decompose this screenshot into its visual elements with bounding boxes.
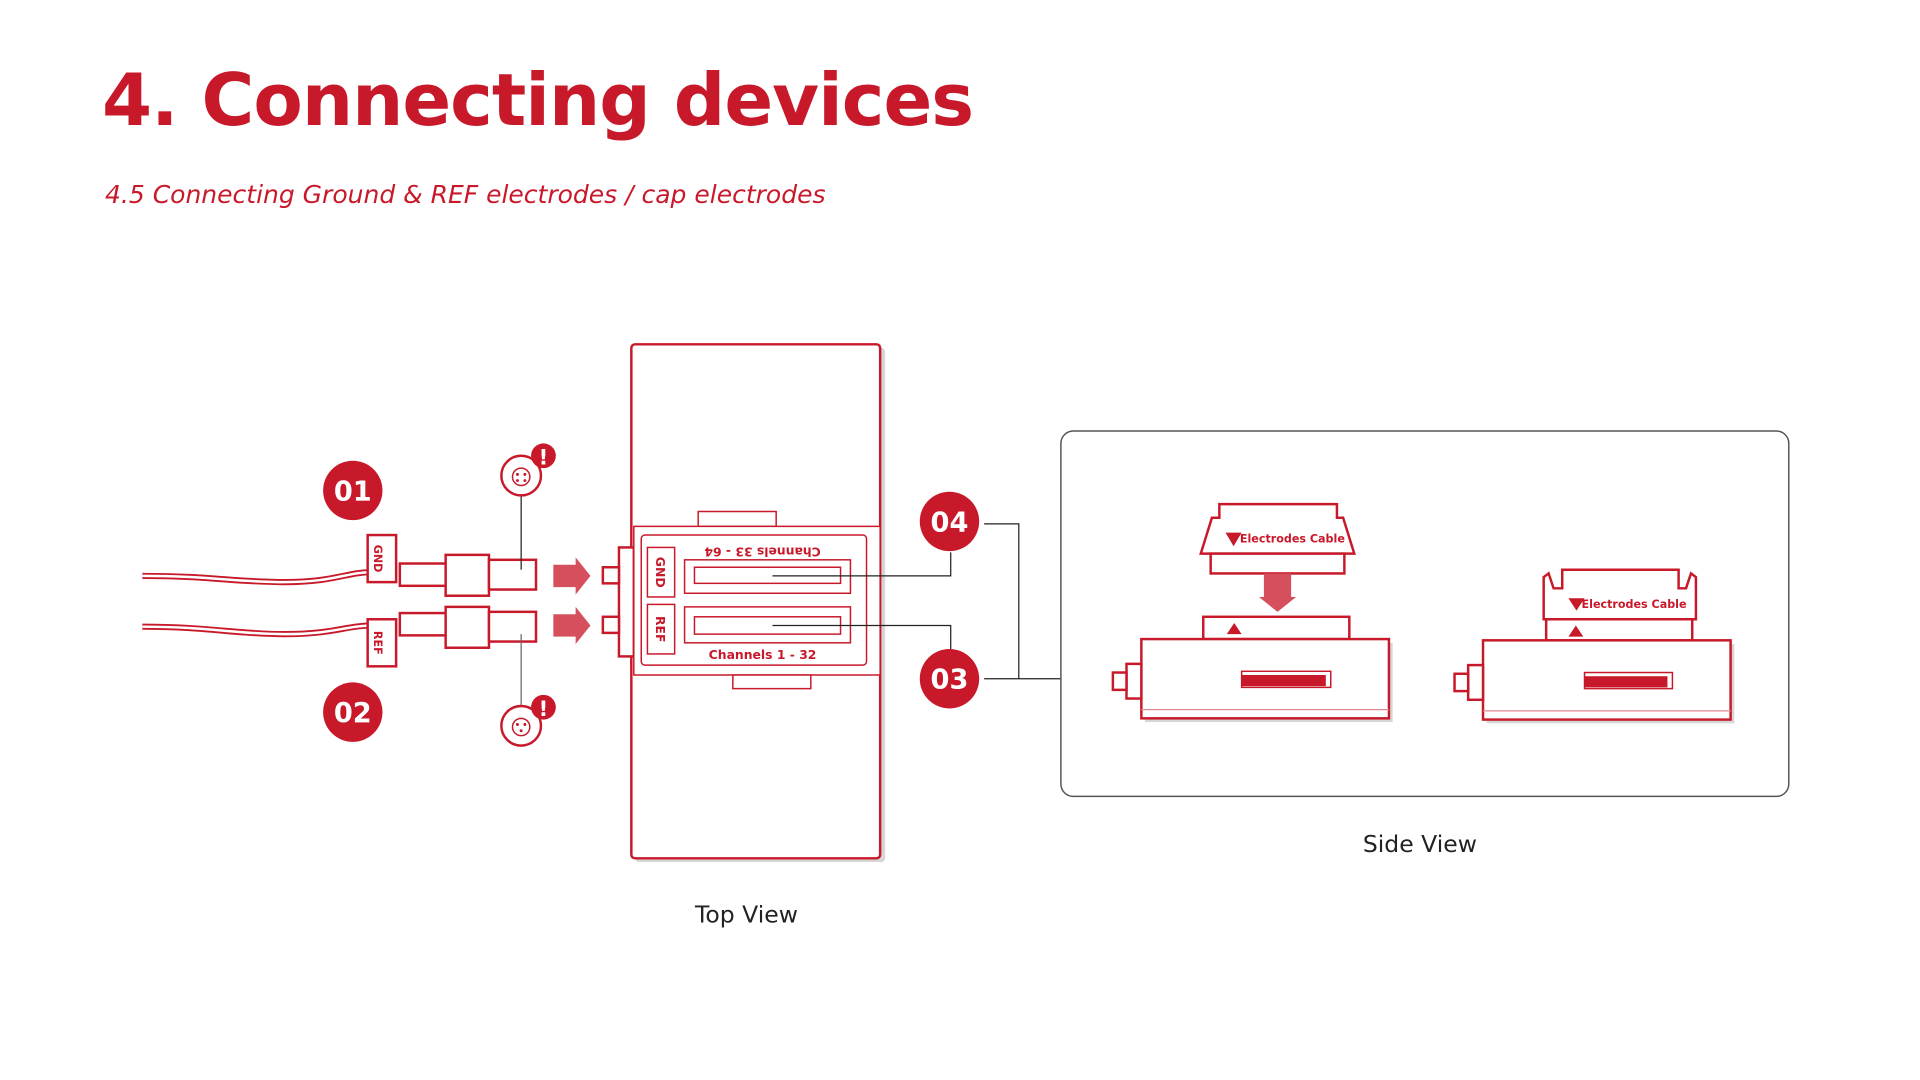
warning-icon: !	[531, 694, 556, 721]
ref-pin-layout-icon	[500, 704, 543, 747]
side-view-before-connect: Electrodes Cable	[1111, 502, 1393, 723]
gnd-cable-tag-label: GND	[371, 545, 384, 573]
side-view-connected: Electrodes Cable	[1453, 568, 1735, 724]
electrodes-cable-label: Electrodes Cable	[1582, 598, 1687, 611]
ref-cable: REF	[142, 605, 538, 668]
ref-cable-tag-label: REF	[371, 631, 384, 655]
warning-icon: !	[531, 443, 556, 469]
top-view-label: Top View	[694, 901, 798, 929]
gnd-cable: GND	[142, 533, 538, 597]
up-triangle-icon	[1226, 622, 1242, 635]
insert-arrow-icon	[553, 557, 591, 595]
svg-text:02: 02	[334, 698, 372, 729]
gnd-cable-tag	[366, 533, 398, 584]
svg-text:!: !	[539, 696, 549, 721]
gnd-pin-layout-icon	[500, 454, 543, 497]
electrodes-cable-label: Electrodes Cable	[1240, 532, 1345, 545]
step-badge-04: 04	[919, 491, 980, 552]
svg-text:01: 01	[334, 476, 372, 507]
ref-port-label: REF	[653, 616, 667, 642]
ref-cable-tag	[366, 618, 398, 668]
page-title: 4. Connecting devices	[102, 58, 974, 142]
indicator-bar	[1241, 675, 1326, 687]
up-triangle-icon	[1568, 625, 1584, 637]
step-badge-02: 02	[323, 682, 383, 742]
down-arrow-icon	[1258, 573, 1297, 612]
section-subtitle: 4.5 Connecting Ground & REF electrodes /…	[105, 180, 826, 209]
step-badge-03: 03	[919, 648, 980, 709]
down-triangle-icon	[1568, 598, 1585, 611]
step-badge-01: 01	[323, 460, 383, 521]
side-view-frame	[1060, 430, 1790, 798]
insert-arrow-icon	[553, 606, 591, 645]
channels-lower-label: Channels 1 - 32	[709, 648, 817, 662]
amplifier-top-view: GND REF Channels 33 - 64 Channels 1 - 32	[601, 343, 886, 863]
svg-text:!: !	[539, 444, 549, 469]
channels-upper-label: Channels 33 - 64	[704, 544, 821, 558]
svg-text:04: 04	[931, 507, 969, 538]
side-view-label: Side View	[1363, 830, 1477, 858]
indicator-bar	[1584, 676, 1668, 688]
down-triangle-icon	[1225, 532, 1242, 547]
ref-port	[646, 603, 676, 655]
svg-text:03: 03	[931, 665, 969, 696]
gnd-port-label: GND	[653, 557, 667, 588]
gnd-port	[646, 546, 676, 598]
